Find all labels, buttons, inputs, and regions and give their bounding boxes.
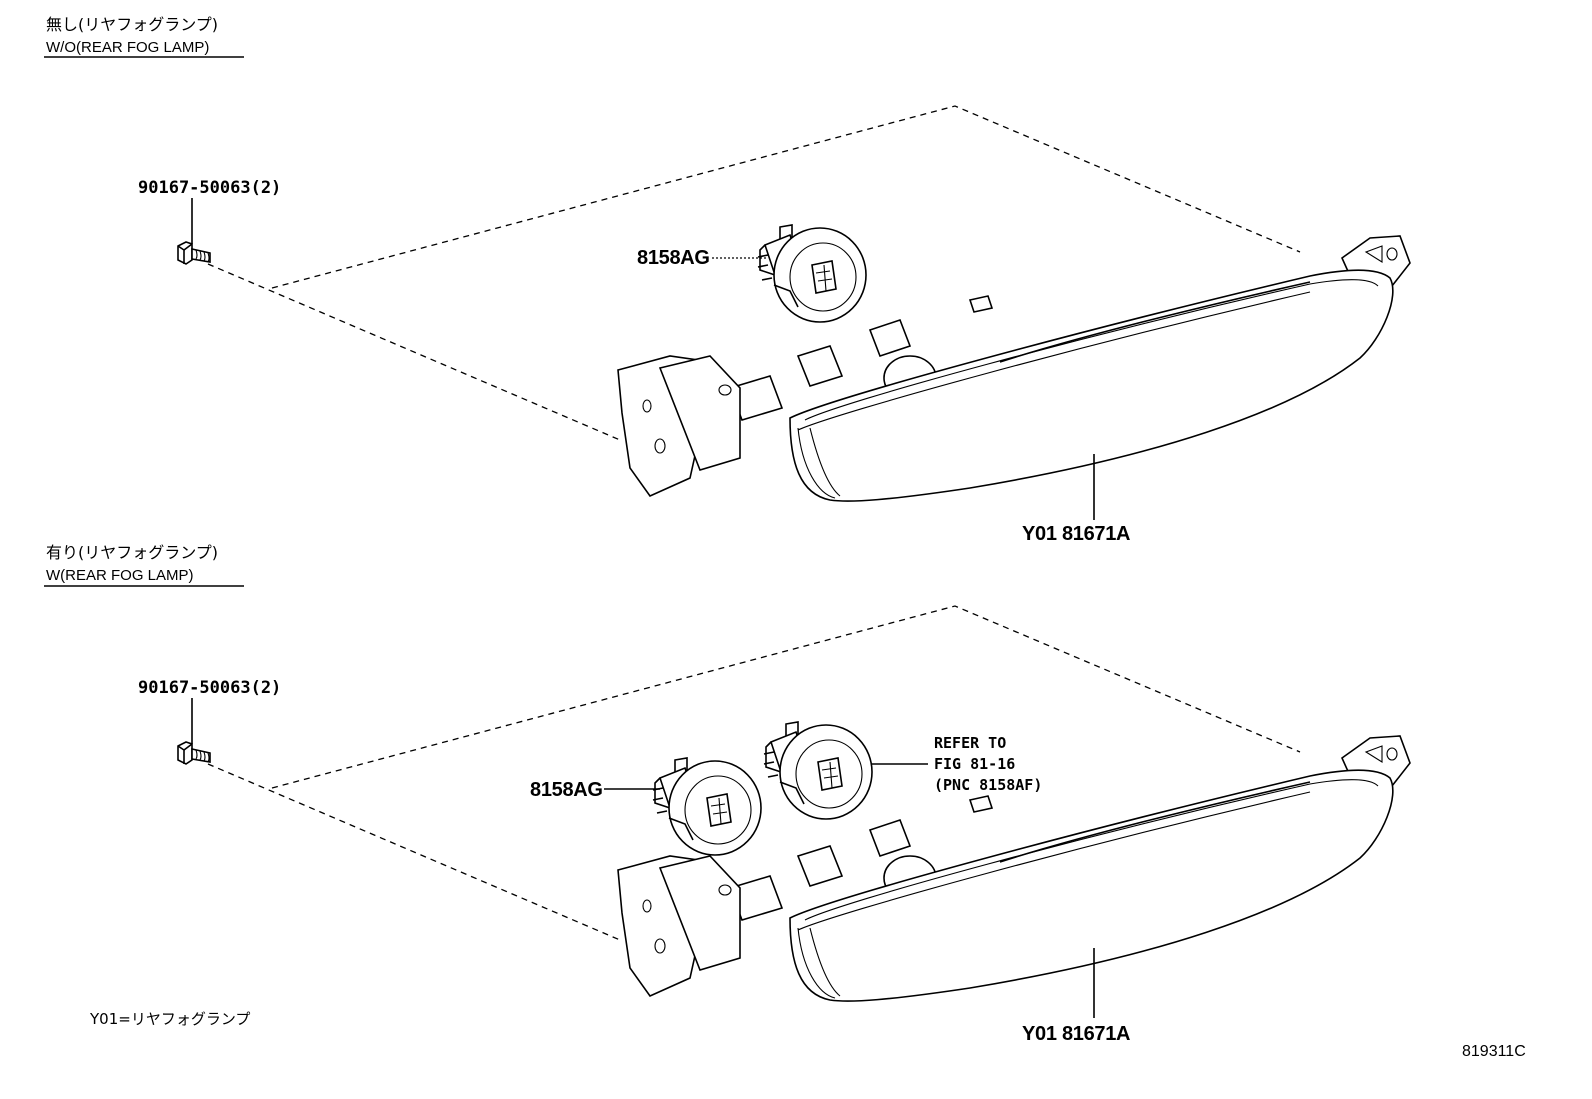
- section-with-fog-lamp: 有り(リヤフォグランプ) W(REAR FOG LAMP) 90167-5006…: [44, 543, 1411, 1045]
- section-without-fog-lamp: 無し(リヤフォグランプ) W/O(REAR FOG LAMP) 90167-50…: [44, 15, 1411, 545]
- refer-line-3: (PNC 8158AF): [934, 776, 1042, 794]
- section-1-socket-label: 8158AG: [637, 247, 710, 269]
- section-2-dash-line: [271, 605, 1301, 789]
- section-2-screw-label: 90167-50063(2): [138, 678, 281, 698]
- section-2-socket-label: 8158AG: [530, 779, 603, 801]
- refer-line-1: REFER TO: [934, 734, 1006, 752]
- section-1-dash-line: [271, 105, 1301, 289]
- rear-fog-lamp-housing-icon: [617, 235, 1411, 502]
- refer-line-2: FIG 81-16: [934, 755, 1015, 773]
- section-2-header-en: W(REAR FOG LAMP): [46, 567, 194, 584]
- figure-id: 819311C: [1462, 1043, 1526, 1060]
- section-1-lamp-label: Y01 81671A: [1022, 523, 1130, 545]
- section-2-dash-line: [207, 763, 621, 941]
- section-2-lamp-label: Y01 81671A: [1022, 1023, 1130, 1045]
- section-1-header-jp: 無し(リヤフォグランプ): [46, 15, 218, 34]
- legend-note: Y01=リヤフォグランプ: [89, 1010, 250, 1028]
- section-1-screw-label: 90167-50063(2): [138, 178, 281, 198]
- bulb-socket-icon: [757, 224, 867, 323]
- section-2-header-jp: 有り(リヤフォグランプ): [46, 543, 218, 562]
- screw-icon: [177, 241, 211, 265]
- section-1-dash-line: [207, 263, 621, 441]
- screw-icon: [177, 741, 211, 765]
- fog-bulb-socket-icon: [763, 721, 873, 820]
- bulb-socket-icon: [652, 757, 762, 856]
- section-1-header-en: W/O(REAR FOG LAMP): [46, 39, 209, 56]
